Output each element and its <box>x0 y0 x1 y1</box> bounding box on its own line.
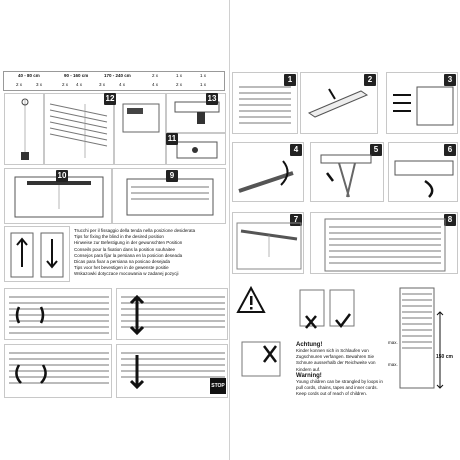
step-2-badge: 2 <box>364 74 376 86</box>
warning-panel: Achtung! Kinder konnen sich in Schlaufen… <box>232 280 386 398</box>
panel-blind-open <box>4 288 112 340</box>
step-1-drawing <box>239 86 291 124</box>
lang-line-4: Conseils pour la fixation dans la positi… <box>74 246 176 252</box>
step-3-badge: 3 <box>444 74 456 86</box>
qty-6: 4 x <box>119 82 126 87</box>
qty-4: 2 x <box>62 82 69 87</box>
bracket-drawing <box>174 101 220 124</box>
blind-open-drawing <box>9 296 109 334</box>
qty-11: 2 x <box>176 82 183 87</box>
side-label-2: max. <box>388 362 398 367</box>
step-6-drawing <box>394 160 454 198</box>
step-11-badge: 11 <box>166 133 178 145</box>
qty-8: 1 x <box>176 73 183 78</box>
blind-angle-drawing <box>49 103 108 158</box>
warning-heading-1: Achtung! <box>296 342 323 348</box>
step-10-badge: 10 <box>56 170 68 182</box>
lang-line-7: Tips voor het bevestigen in de gewenste … <box>74 265 169 271</box>
qty-2: 3 x <box>36 82 43 87</box>
step-6-badge: 6 <box>444 144 456 156</box>
warning-text-block: Achtung! Kinder konnen sich in Schlaufen… <box>296 342 384 397</box>
lang-line-6: Dicas para fixar a persiana na posicao d… <box>74 259 171 265</box>
step-7-drawing <box>236 222 302 270</box>
step-1-panel: 1 <box>232 72 298 134</box>
qty-10: 4 x <box>152 82 159 87</box>
qty-1: 2 x <box>16 82 23 87</box>
panel-tips-images <box>4 226 70 282</box>
step-8-drawing <box>324 218 446 272</box>
warning-heading-2: Warning! <box>296 372 322 379</box>
step-1-badge: 1 <box>284 74 296 86</box>
step-9-badge: 9 <box>166 170 178 182</box>
qty-5: 3 x <box>99 82 106 87</box>
range-small: 40 - 80 cm <box>18 73 40 78</box>
panel-blind-tilt <box>4 344 112 398</box>
step-5-panel: 5 <box>310 142 384 202</box>
side-label-1: max. <box>388 340 398 345</box>
side-bracket-drawing <box>176 141 218 159</box>
blind-tilt-drawing <box>9 352 109 384</box>
panel-window-corner <box>114 93 166 165</box>
panel-cord-hook <box>4 93 44 165</box>
step-4-panel: 4 <box>232 142 304 202</box>
step-7-panel: 7 <box>232 212 304 274</box>
step-5-drawing <box>320 154 372 198</box>
lang-line-8: Wskazowki dotyczace mocowania w zadanej … <box>74 271 179 277</box>
tips-images-drawing <box>10 232 64 278</box>
lang-line-1: Trucchi per il fissaggio della tenda nel… <box>74 228 196 233</box>
page-fold <box>229 0 230 460</box>
panel-blind-lower <box>116 344 228 398</box>
qty-9: 1 x <box>200 73 207 78</box>
blind-lower-drawing <box>121 352 225 390</box>
range-large: 170 - 240 cm <box>104 73 131 78</box>
range-medium: 90 - 160 cm <box>64 73 89 78</box>
qty-3: 4 x <box>76 82 83 87</box>
measurement-table: 40 - 80 cm 90 - 160 cm 170 - 240 cm 2 x … <box>3 71 225 91</box>
step-12-badge: 12 <box>104 93 116 105</box>
lang-line-2: Tips for fixing the blind in the desired… <box>74 234 164 240</box>
blind-up-down-drawing <box>121 294 225 336</box>
step-8-panel: 8 <box>310 212 458 274</box>
step-8-badge: 8 <box>444 214 456 226</box>
panel-blind-up-down <box>116 288 228 340</box>
lang-line-5: Consejos para fijar la persiana en la po… <box>74 252 183 258</box>
lang-line-3: Hinweise zur Befestigung in der gewunsch… <box>74 240 183 246</box>
step-13-badge: 13 <box>206 93 218 105</box>
step-3-panel: 3 <box>386 72 458 134</box>
warning-body-1: Kinder konnen sich in Schlaufen von Zugs… <box>296 348 376 372</box>
window-corner-drawing <box>122 103 160 133</box>
height-diagram-panel: 150 cm max. max. <box>388 282 458 398</box>
step-2-drawing <box>307 88 369 118</box>
panel-blind-angle <box>44 93 114 165</box>
step-5-badge: 5 <box>370 144 382 156</box>
warning-triangle-icon <box>236 285 266 313</box>
child-danger-drawing <box>241 341 281 377</box>
step-4-drawing <box>238 160 294 193</box>
step-2-panel: 2 <box>300 72 378 134</box>
warning-body-2: Young children can be strangled by loops… <box>296 378 383 397</box>
cord-danger-drawing <box>299 289 355 329</box>
cord-hook-drawing <box>21 98 29 160</box>
step-3-drawing <box>393 86 454 126</box>
qty-7: 2 x <box>152 73 159 78</box>
qty-12: 1 x <box>200 82 207 87</box>
stop-sign: STOP <box>210 378 226 394</box>
height-label: 150 cm <box>436 354 453 360</box>
step-6-panel: 6 <box>388 142 458 202</box>
height-diagram-drawing <box>399 287 444 389</box>
step-4-badge: 4 <box>290 144 302 156</box>
language-list: Trucchi per il fissaggio della tenda nel… <box>74 228 226 282</box>
